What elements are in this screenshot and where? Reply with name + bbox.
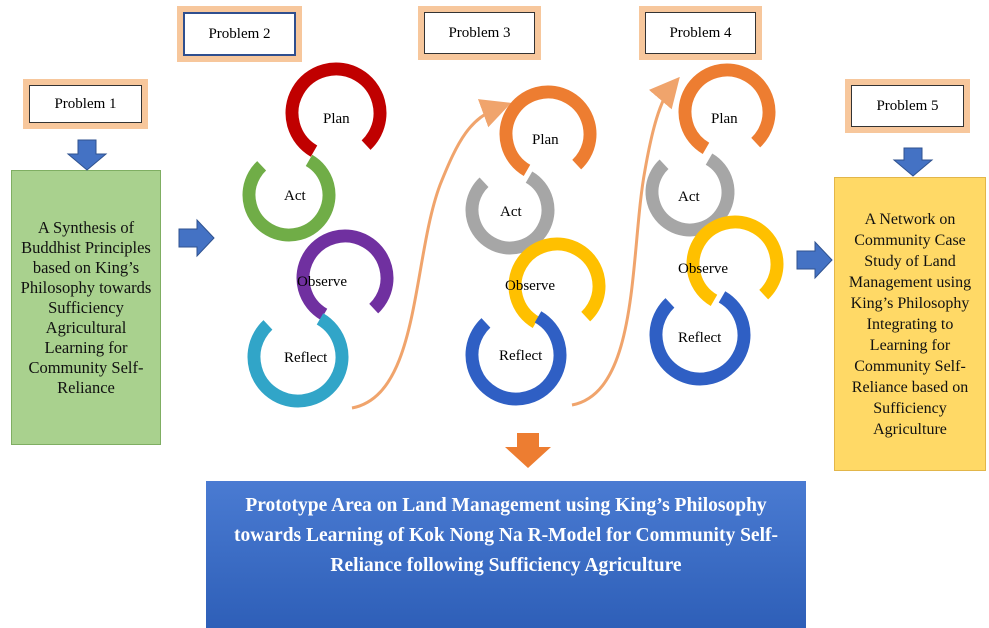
cycle-1-plan-label: Plan — [323, 111, 350, 127]
prototype-text: Prototype Area on Land Management using … — [233, 495, 778, 576]
cycle-2 — [465, 85, 606, 406]
problem-5-label: Problem 5 — [851, 85, 964, 127]
cycle-1-reflect-label: Reflect — [284, 350, 328, 366]
connector-curve — [571, 76, 680, 407]
problem-1-label: Problem 1 — [29, 85, 142, 123]
synthesis-box: A Synthesis of Buddhist Principles based… — [11, 170, 161, 445]
cycle-3-plan-label: Plan — [711, 111, 738, 127]
cycle-1-observe-label: Observe — [297, 274, 347, 290]
down-arrow-icon — [66, 139, 108, 171]
problem-4-label: Problem 4 — [645, 12, 756, 54]
problem-2-label: Problem 2 — [183, 12, 296, 56]
cycle-3 — [645, 63, 784, 386]
right-arrow-icon — [178, 218, 215, 258]
problem-3-label: Problem 3 — [424, 12, 535, 54]
down-arrow-icon — [892, 147, 934, 177]
cycle-3-observe-label: Observe — [678, 261, 728, 277]
right-arrow-icon — [796, 240, 833, 280]
cycle-2-act-label: Act — [500, 204, 522, 220]
connector-curve — [351, 99, 512, 410]
cycle-2-reflect-label: Reflect — [499, 348, 543, 364]
cycle-3-reflect-label: Reflect — [678, 330, 722, 346]
down-arrow-icon — [505, 433, 551, 468]
prototype-box: Prototype Area on Land Management using … — [206, 481, 806, 628]
cycle-1 — [242, 62, 394, 408]
network-text: A Network on Community Case Study of Lan… — [848, 210, 972, 438]
network-box: A Network on Community Case Study of Lan… — [834, 177, 986, 471]
cycle-2-plan-label: Plan — [532, 132, 559, 148]
synthesis-text: A Synthesis of Buddhist Principles based… — [20, 217, 152, 397]
cycle-2-observe-label: Observe — [505, 278, 555, 294]
cycle-1-act-label: Act — [284, 188, 306, 204]
cycle-3-act-label: Act — [678, 189, 700, 205]
